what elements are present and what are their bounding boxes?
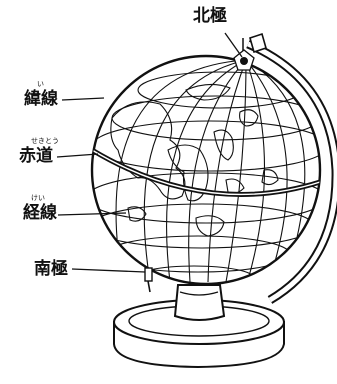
south-pole-leader bbox=[71, 268, 146, 273]
north-pole-label: 北極 bbox=[193, 6, 227, 26]
globe-base bbox=[113, 284, 285, 369]
latitude-label: 緯線 bbox=[24, 89, 58, 109]
longitude-label: 経線 bbox=[23, 203, 57, 223]
equator-label: 赤道 bbox=[19, 146, 53, 166]
south-pole-label: 南極 bbox=[34, 259, 68, 279]
meridian-ring bbox=[246, 32, 337, 304]
globe-sphere bbox=[90, 54, 322, 286]
latitude-ruby: い bbox=[37, 80, 44, 88]
north-pole-cap bbox=[233, 38, 255, 71]
south-pole-cap bbox=[144, 267, 153, 293]
longitude-ruby: けい bbox=[31, 194, 45, 202]
equator-ruby: せきとう bbox=[31, 137, 59, 145]
equator-leader bbox=[56, 153, 99, 158]
north-pole-leader bbox=[224, 32, 243, 58]
latitude-leader bbox=[61, 97, 105, 101]
leader-lines bbox=[56, 32, 243, 273]
longitude-leader bbox=[57, 212, 127, 216]
